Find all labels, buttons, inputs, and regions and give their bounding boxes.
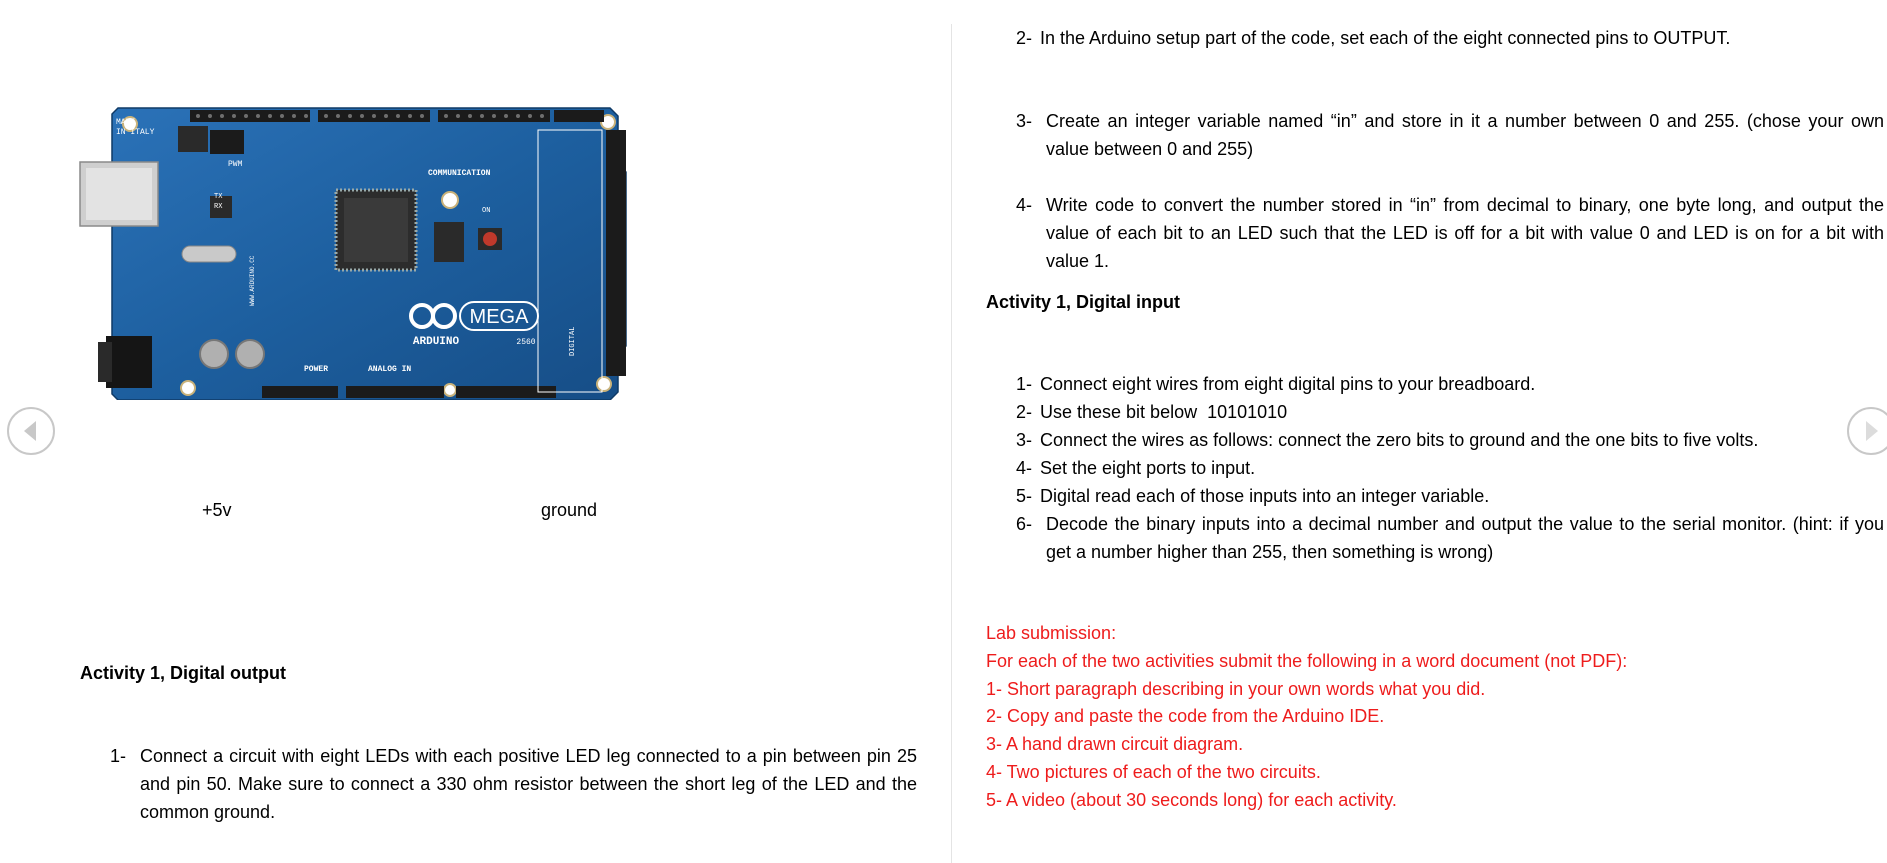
input-step-2-text: Use these bit below 10101010 bbox=[1040, 402, 1288, 422]
chevron-right-icon bbox=[1866, 421, 1878, 441]
board-brand-text: ARDUINO bbox=[413, 336, 460, 348]
submission-item-4: 4- Two pictures of each of the two circu… bbox=[986, 762, 1321, 782]
input-step-6-text: Decode the binary inputs into a decimal … bbox=[1046, 514, 1884, 562]
board-pwm-label: PWM bbox=[228, 160, 243, 169]
submission-item-2: 2- Copy and paste the code from the Ardu… bbox=[986, 706, 1385, 726]
input-step-6: 6- Decode the binary inputs into a decim… bbox=[1016, 510, 1884, 566]
submission-item-3: 3- A hand drawn circuit diagram. bbox=[986, 734, 1244, 754]
input-step-6-number: 6- bbox=[1016, 514, 1033, 534]
board-power-label: POWER bbox=[304, 365, 328, 374]
chevron-left-icon bbox=[24, 421, 36, 441]
submission-item-5: 5- A video (about 30 seconds long) for e… bbox=[986, 790, 1397, 810]
output-step-4-number: 4- bbox=[1016, 195, 1033, 215]
activity-output-heading: Activity 1, Digital output bbox=[80, 663, 287, 683]
input-step-4-number: 4- bbox=[1016, 458, 1033, 478]
input-step-3: 3- Connect the wires as follows: connect… bbox=[1016, 426, 1876, 454]
output-step-3-number: 3- bbox=[1016, 111, 1033, 131]
board-model-number-text: 2560 bbox=[516, 338, 535, 347]
right-page: 2- In the Arduino setup part of the code… bbox=[952, 0, 1887, 863]
input-step-2-number: 2- bbox=[1016, 402, 1033, 422]
output-step-1: 1- Connect a circuit with eight LEDs wit… bbox=[110, 742, 917, 826]
output-step-1-text: Connect a circuit with eight LEDs with e… bbox=[140, 746, 917, 822]
input-step-3-number: 3- bbox=[1016, 430, 1033, 450]
board-website-label: WWW.ARDUINO.CC bbox=[249, 255, 256, 306]
output-step-2-number: 2- bbox=[1016, 28, 1033, 48]
page-gutter-divider bbox=[951, 24, 952, 863]
output-step-2: 2- In the Arduino setup part of the code… bbox=[1016, 24, 1876, 52]
submission-heading: Lab submission: bbox=[986, 623, 1117, 643]
output-step-2-text: In the Arduino setup part of the code, s… bbox=[1040, 28, 1731, 48]
input-step-3-text: Connect the wires as follows: connect th… bbox=[1040, 430, 1759, 450]
output-step-3: 3- Create an integer variable named “in”… bbox=[1016, 107, 1884, 163]
board-in-italy-label: IN ITALY bbox=[116, 128, 155, 137]
board-model-text: MEGA bbox=[470, 306, 530, 328]
output-step-4-text: Write code to convert the number stored … bbox=[1046, 195, 1884, 271]
activity-input-heading: Activity 1, Digital input bbox=[986, 292, 1181, 312]
output-step-3-text: Create an integer variable named “in” an… bbox=[1046, 111, 1884, 159]
input-step-4-text: Set the eight ports to input. bbox=[1040, 458, 1256, 478]
submission-intro: For each of the two activities submit th… bbox=[986, 651, 1628, 671]
board-tx-label: TX bbox=[214, 193, 223, 201]
input-step-1: 1- Connect eight wires from eight digita… bbox=[1016, 370, 1876, 398]
input-step-5-number: 5- bbox=[1016, 486, 1033, 506]
board-made-label: MADE bbox=[116, 118, 135, 127]
output-step-1-number: 1- bbox=[110, 746, 127, 766]
board-rx-label: RX bbox=[214, 203, 223, 211]
board-analog-in-label: ANALOG IN bbox=[368, 365, 411, 374]
board-on-label: ON bbox=[482, 207, 490, 215]
plus-5v-label: +5v bbox=[202, 500, 232, 520]
ground-label: ground bbox=[541, 500, 598, 520]
next-page-button[interactable] bbox=[1847, 407, 1887, 455]
input-step-2: 2- Use these bit below 10101010 bbox=[1016, 398, 1876, 426]
board-digital-label: DIGITAL bbox=[569, 327, 577, 356]
arduino-mega-board-image: MEGA ARDUINO 2560 COMMUNICATION POWER AN… bbox=[79, 107, 627, 400]
input-step-5-text: Digital read each of those inputs into a… bbox=[1040, 486, 1490, 506]
submission-item-1: 1- Short paragraph describing in your ow… bbox=[986, 679, 1486, 699]
output-step-4: 4- Write code to convert the number stor… bbox=[1016, 191, 1884, 275]
input-step-5: 5- Digital read each of those inputs int… bbox=[1016, 482, 1876, 510]
previous-page-button[interactable] bbox=[7, 407, 55, 455]
input-step-1-number: 1- bbox=[1016, 374, 1033, 394]
left-page: MEGA ARDUINO 2560 COMMUNICATION POWER AN… bbox=[79, 107, 917, 826]
input-step-4: 4- Set the eight ports to input. bbox=[1016, 454, 1876, 482]
board-communication-label: COMMUNICATION bbox=[428, 169, 491, 178]
input-step-1-text: Connect eight wires from eight digital p… bbox=[1040, 374, 1536, 394]
